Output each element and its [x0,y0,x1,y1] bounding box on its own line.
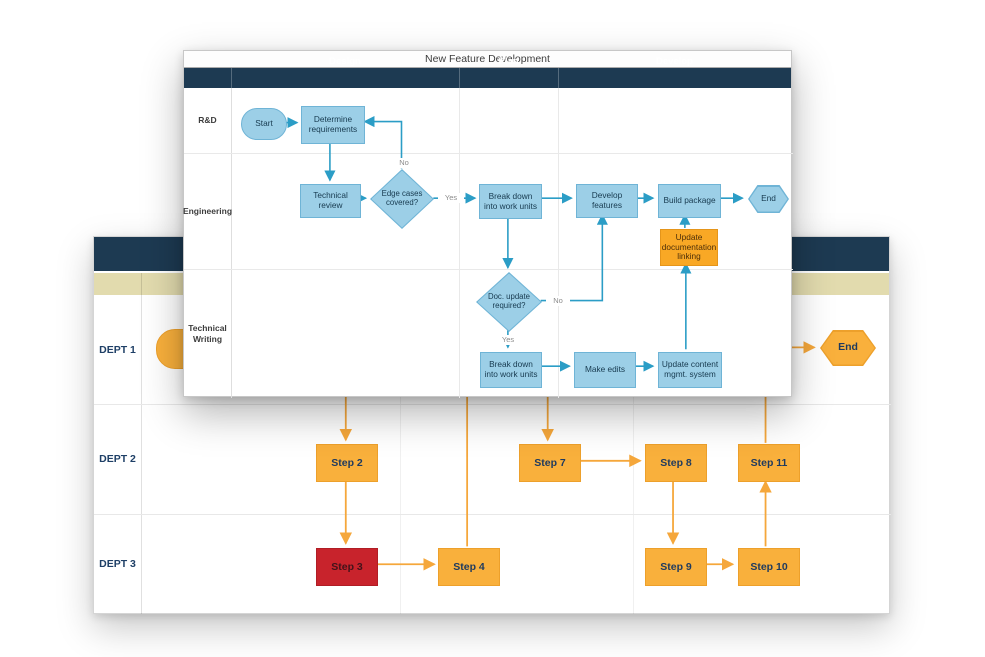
feature-flowchart-panel[interactable]: New Feature Development Design Plan Deve… [182,50,793,398]
edge-label-no-top: No [392,158,416,168]
dept-column-divider-1 [400,273,401,614]
develop-features-label: Develop features [591,190,623,210]
doc-update-required-label: Doc. update required? [487,292,531,310]
connector-docdiamond-no-develop [540,213,608,302]
fg-column-divider-2 [558,88,559,398]
dept-end-node[interactable]: End [820,330,876,366]
step-4-node[interactable]: Step 4 [438,548,500,586]
dept-end-hex-fill [821,331,875,365]
technical-review-label: Technical review [313,190,348,210]
header-divider-1 [459,68,460,88]
fg-lane-divider-1 [184,153,793,154]
doc-label-yes: Yes [495,335,521,345]
step-10-label: Step 10 [750,560,788,573]
determine-requirements-label: Determine requirements [308,114,358,134]
step-11-label: Step 11 [750,456,788,469]
step-2-label: Step 2 [331,456,363,469]
dept-end-label: End [838,341,858,354]
doc-label-no: No [546,296,570,306]
step-2-node[interactable]: Step 2 [316,444,378,482]
step-7-node[interactable]: Step 7 [519,444,581,482]
step-11-node[interactable]: Step 11 [738,444,800,482]
end-label: End [761,193,776,204]
step-3-label: Step 3 [331,560,363,573]
update-doc-linking-label: Update documentation linking [661,232,717,262]
make-edits-label: Make edits [584,364,626,375]
step-4-label: Step 4 [453,560,485,573]
phase-header-band [184,68,791,88]
header-divider-2 [558,68,559,88]
step-7-label: Step 7 [534,456,566,469]
diagram-title: New Feature Development [184,51,791,68]
determine-requirements-node[interactable]: Determine requirements [301,106,365,144]
dept-label-column-divider [141,273,142,614]
feature-connector-layer [285,116,744,372]
edge-cases-covered-decision[interactable]: Edge cases covered? [370,169,434,229]
lane-label-technical-writing: Technical Writing [188,322,227,344]
break-down-plan-label: Break down into work units [483,190,538,211]
step-8-node[interactable]: Step 8 [645,444,707,482]
update-content-mgmt-node[interactable]: Update content mgmt. system [658,352,722,388]
dept-lane-divider-1 [94,404,891,405]
lane-label-dept-3: DEPT 3 [99,558,136,570]
phase-develop: Develop [656,55,693,67]
edge-cases-covered-label: Edge cases covered? [381,189,423,207]
make-edits-node[interactable]: Make edits [574,352,636,388]
step-9-label: Step 9 [660,560,692,573]
fg-column-divider-1 [459,88,460,398]
lane-label-rd: R&D [198,115,217,126]
start-node[interactable]: Start [241,108,287,140]
develop-features-node[interactable]: Develop features [576,184,638,218]
build-package-node[interactable]: Build package [658,184,721,218]
edge-label-yes-right: Yes [438,193,464,203]
lane-label-dept-1: DEPT 1 [99,343,136,356]
fg-lane-divider-2 [184,269,793,270]
lane-label-dept-2: DEPT 2 [99,453,136,465]
end-hex-fill [749,186,788,212]
break-down-plan-node[interactable]: Break down into work units [479,184,542,219]
dept-column-divider-2 [633,273,634,614]
update-doc-linking-node[interactable]: Update documentation linking [660,229,718,266]
break-down-tw-node[interactable]: Break down into work units [480,352,542,388]
step-3-node[interactable]: Step 3 [316,548,378,586]
fg-label-column-divider [231,88,232,398]
lane-label-engineering: Engineering [182,205,233,216]
step-10-node[interactable]: Step 10 [738,548,800,586]
break-down-tw-label: Break down into work units [484,359,538,379]
build-package-label: Build package [663,195,716,206]
phase-plan: Plan [498,55,519,67]
step-9-node[interactable]: Step 9 [645,548,707,586]
update-content-mgmt-label: Update content mgmt. system [661,359,719,379]
doc-update-required-decision[interactable]: Doc. update required? [476,272,542,332]
technical-review-node[interactable]: Technical review [300,184,361,218]
dept-lane-divider-2 [94,514,891,515]
start-label: Start [255,118,273,129]
end-node[interactable]: End [748,185,789,213]
phase-design: Design [329,55,361,67]
header-divider-0 [231,68,232,88]
step-8-label: Step 8 [660,456,692,469]
